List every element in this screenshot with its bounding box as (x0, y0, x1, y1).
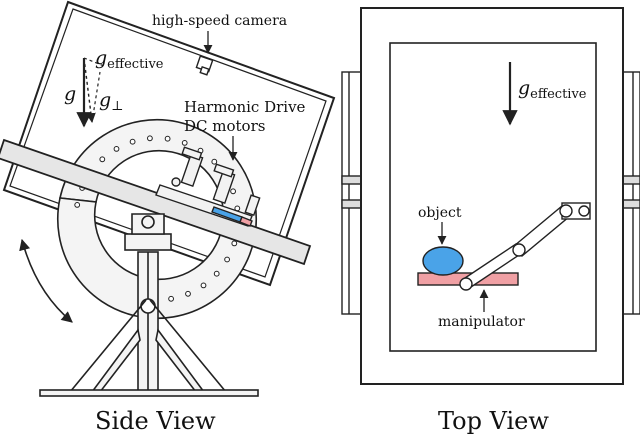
protractor-hole (99, 156, 106, 163)
object-label: object (418, 205, 462, 221)
object-ellipse (422, 246, 464, 276)
camera-label: high-speed camera (152, 13, 287, 29)
top-view-caption: Top View (438, 407, 549, 435)
top-g-main: g (518, 77, 530, 99)
protractor-hole (231, 240, 238, 247)
top-view (341, 7, 640, 385)
protractor-hole (200, 282, 207, 289)
g-effective-sub: effective (107, 57, 164, 72)
robot-arm (459, 202, 591, 291)
motors-label-line1: Harmonic Drive (184, 98, 306, 116)
protractor-hole (164, 135, 171, 142)
side-view-caption: Side View (95, 407, 216, 435)
g-perp-label: g⊥ (99, 89, 123, 114)
protractor-hole (147, 135, 153, 142)
tripod-stand (39, 213, 259, 397)
g-perp-sub: ⊥ (111, 99, 123, 114)
top-inner-plate (389, 42, 597, 352)
protractor-hole (129, 138, 136, 145)
protractor-hole (74, 202, 81, 208)
high-speed-camera (195, 55, 214, 76)
protractor-hole (168, 295, 175, 302)
manipulator-label: manipulator (438, 314, 525, 330)
protractor-hole (181, 140, 188, 146)
top-g-sub: effective (530, 87, 587, 102)
rotation-arrow (19, 238, 73, 323)
motors-label-line2: DC motors (184, 117, 265, 135)
top-g-effective-label: geffective (518, 77, 587, 102)
g-label: g (64, 83, 76, 105)
gravity-vectors (76, 57, 105, 128)
harmonic-drive-motors (155, 146, 261, 227)
protractor-hole (224, 256, 231, 263)
protractor-hole (185, 290, 191, 297)
protractor-hole (230, 188, 237, 195)
protractor-hole (113, 146, 120, 152)
g-effective-main: g (95, 47, 107, 69)
protractor-hole (213, 270, 220, 277)
g-effective-label: geffective (95, 47, 164, 72)
side-view (0, 0, 336, 397)
protractor-hole (211, 158, 218, 165)
g-perp-main: g (99, 89, 111, 111)
